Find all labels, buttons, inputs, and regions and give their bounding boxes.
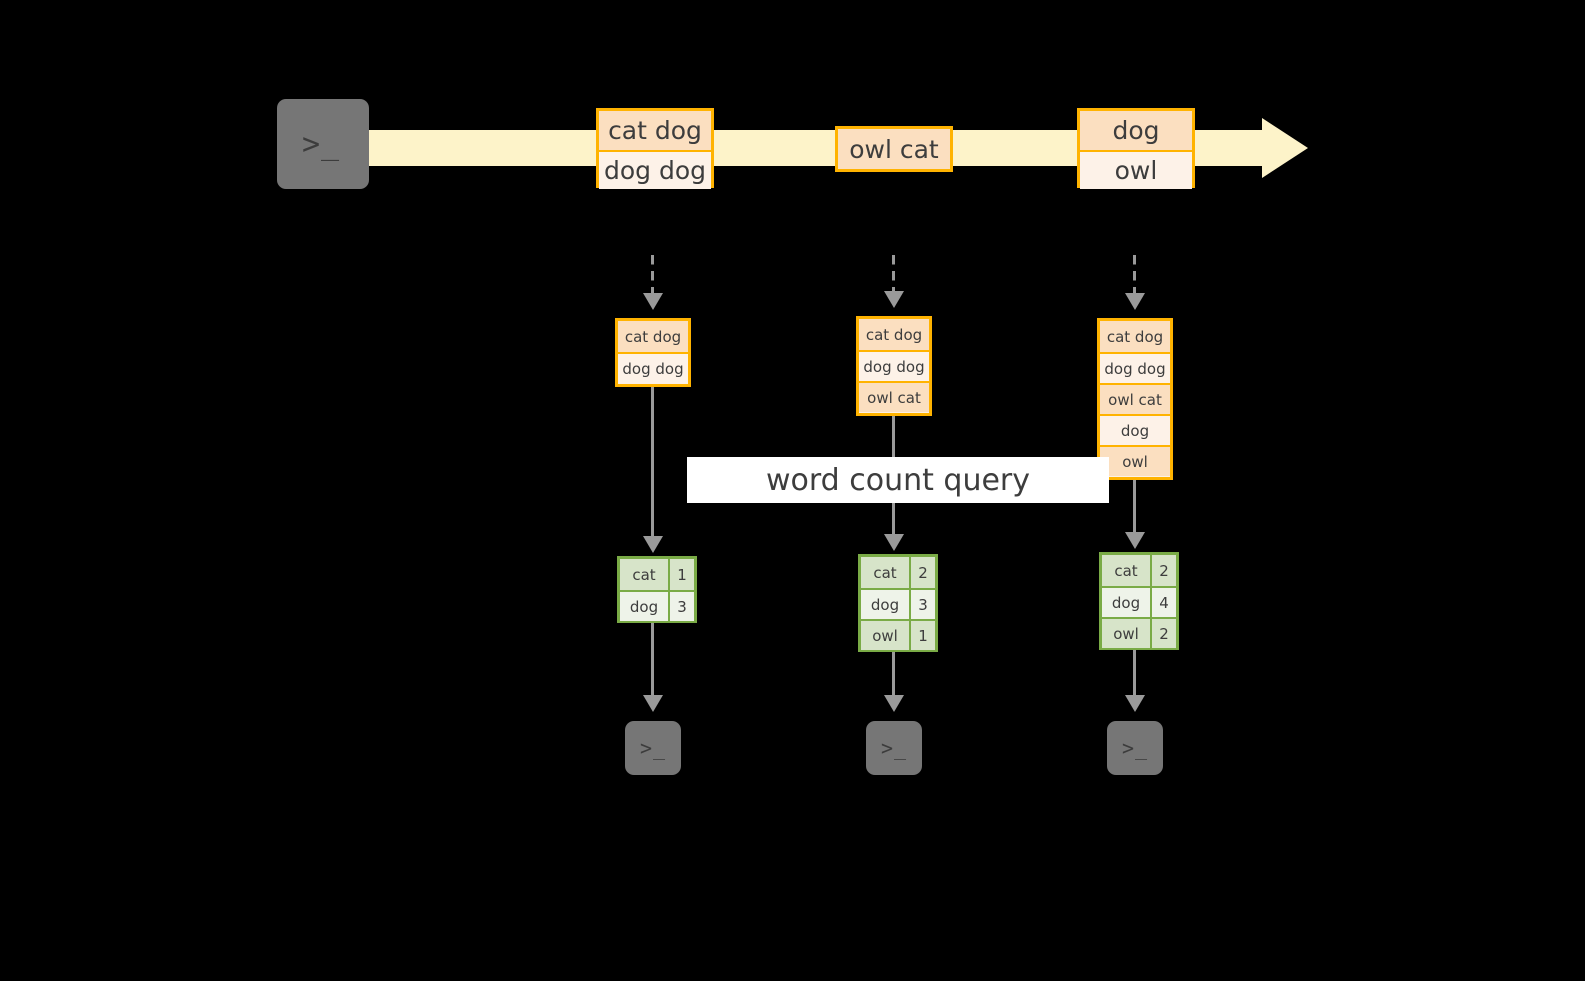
result-count: 3 [668,592,694,621]
sink-connector-head-2 [884,695,904,712]
result-count: 2 [1150,555,1176,586]
snapshot-2-input-box[interactable]: cat dog dog dog owl cat [856,316,932,416]
query-connector-head-1 [643,536,663,553]
snapshot-3-result-table[interactable]: cat 2 dog 4 owl 2 [1099,552,1179,650]
result-count: 1 [668,559,694,590]
stream-event-3[interactable]: dog owl [1077,108,1195,189]
terminal-prompt-glyph: >_ [301,126,341,162]
result-count: 2 [1150,619,1176,648]
query-connector-head-2 [884,534,904,551]
table-row: cat 1 [620,559,694,590]
snapshot-1-result-table[interactable]: cat 1 dog 3 [617,556,697,623]
source-terminal-icon: >_ [270,92,376,196]
table-row: dog 3 [620,590,694,621]
terminal-prompt-glyph: >_ [1121,736,1149,760]
result-word: owl [861,621,909,650]
result-count: 2 [909,557,935,588]
dashed-connector-head-1 [643,293,663,310]
input-line: dog dog [618,352,688,383]
query-connector-1 [651,387,654,542]
query-connector-3 [1133,480,1136,538]
stream-event-2[interactable]: owl cat [835,126,953,172]
snapshot-2-sink-terminal-icon: >_ [859,714,929,782]
query-label: word count query [687,457,1109,503]
result-count: 3 [909,590,935,619]
terminal-prompt-glyph: >_ [639,736,667,760]
input-line: owl cat [1100,383,1170,414]
result-count: 1 [909,621,935,650]
input-line: dog dog [859,350,929,381]
dashed-connector-1 [651,255,654,301]
sink-connector-1 [651,623,654,701]
terminal-prompt-glyph: >_ [880,736,908,760]
dashed-connector-head-2 [884,291,904,308]
input-line: owl [1100,445,1170,476]
stream-arrowhead-icon [1262,118,1308,178]
stream-event-line: owl [1080,150,1192,189]
dashed-connector-3 [1133,255,1136,301]
table-row: dog 3 [861,588,935,619]
table-row: dog 4 [1102,586,1176,617]
sink-connector-2 [892,652,895,702]
input-line: dog [1100,414,1170,445]
input-line: cat dog [618,321,688,352]
result-word: cat [620,559,668,590]
input-line: cat dog [1100,321,1170,352]
sink-connector-head-1 [643,695,663,712]
input-line: cat dog [859,319,929,350]
table-row: cat 2 [1102,555,1176,586]
snapshot-2-result-table[interactable]: cat 2 dog 3 owl 1 [858,554,938,652]
table-row: cat 2 [861,557,935,588]
result-word: dog [620,592,668,621]
stream-event-line: owl cat [838,129,950,169]
result-word: dog [1102,588,1150,617]
table-row: owl 1 [861,619,935,650]
result-count: 4 [1150,588,1176,617]
result-word: cat [1102,555,1150,586]
dashed-connector-head-3 [1125,293,1145,310]
result-word: dog [861,590,909,619]
snapshot-3-sink-terminal-icon: >_ [1100,714,1170,782]
stream-event-line: dog [1080,111,1192,150]
result-word: owl [1102,619,1150,648]
query-connector-head-3 [1125,532,1145,549]
snapshot-1-sink-terminal-icon: >_ [618,714,688,782]
stream-event-line: cat dog [599,111,711,150]
snapshot-3-input-box[interactable]: cat dog dog dog owl cat dog owl [1097,318,1173,480]
stream-event-1[interactable]: cat dog dog dog [596,108,714,189]
input-line: owl cat [859,381,929,412]
snapshot-1-input-box[interactable]: cat dog dog dog [615,318,691,387]
input-line: dog dog [1100,352,1170,383]
table-row: owl 2 [1102,617,1176,648]
result-word: cat [861,557,909,588]
sink-connector-head-3 [1125,695,1145,712]
stream-event-line: dog dog [599,150,711,189]
sink-connector-3 [1133,650,1136,702]
dashed-connector-2 [892,255,895,299]
